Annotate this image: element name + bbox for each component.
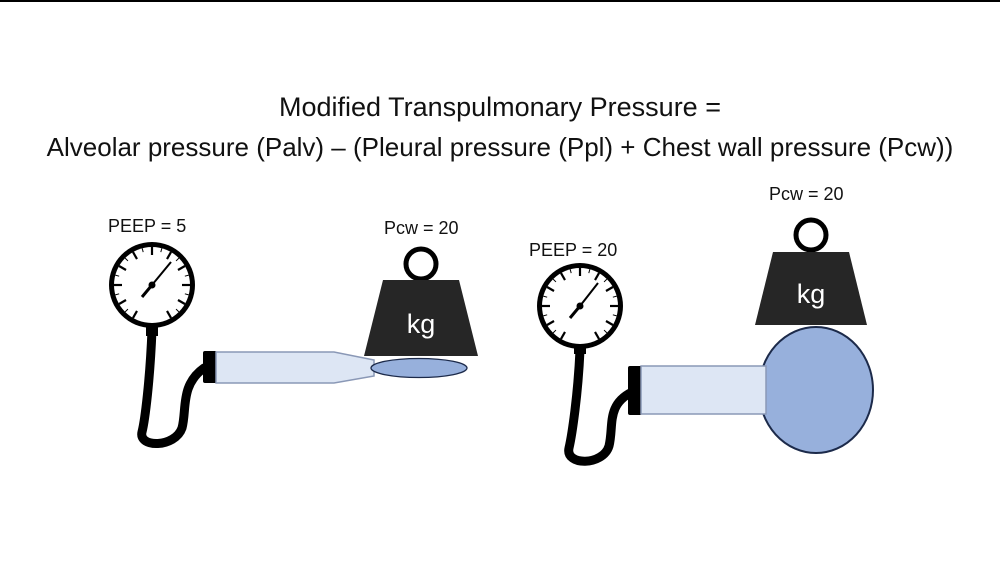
left-pcw-label: Pcw = 20 — [384, 218, 459, 238]
right-peep-label: PEEP = 20 — [529, 240, 617, 260]
left-tube-connector — [203, 351, 217, 383]
right-tube-connector — [628, 366, 642, 415]
right-weight-body — [755, 252, 867, 325]
left-gauge-hose — [137, 325, 209, 448]
top-rule — [0, 0, 1000, 2]
left-airway-tube — [215, 351, 375, 384]
right-inflated-lung — [758, 326, 874, 454]
left-weight-body — [364, 280, 478, 356]
right-weight: kg — [755, 217, 867, 325]
formula-definition: Alveolar pressure (Palv) – (Pleural pres… — [46, 132, 954, 162]
left-weight: kg — [364, 246, 478, 356]
right-weight-label: kg — [797, 279, 826, 309]
formula-title: Modified Transpulmonary Pressure = — [279, 92, 721, 122]
right-pcw-label: Pcw = 20 — [769, 184, 844, 204]
left-gauge-stem — [146, 326, 158, 336]
right-gauge-hose — [564, 345, 637, 466]
right-scenario: PEEP = 20 Pcw = 20 kg — [529, 184, 874, 466]
left-scenario: PEEP = 5 Pcw = 20 kg — [108, 216, 478, 448]
left-peep-label: PEEP = 5 — [108, 216, 186, 236]
right-weight-ring — [793, 217, 829, 253]
left-collapsed-lung — [370, 357, 468, 379]
left-weight-label: kg — [407, 309, 436, 339]
left-pressure-gauge — [109, 242, 195, 336]
left-gauge-needle — [151, 261, 172, 286]
right-airway-tube — [640, 365, 767, 415]
right-pressure-gauge — [537, 263, 623, 354]
right-gauge-needle — [579, 282, 599, 307]
left-weight-ring — [403, 246, 439, 282]
